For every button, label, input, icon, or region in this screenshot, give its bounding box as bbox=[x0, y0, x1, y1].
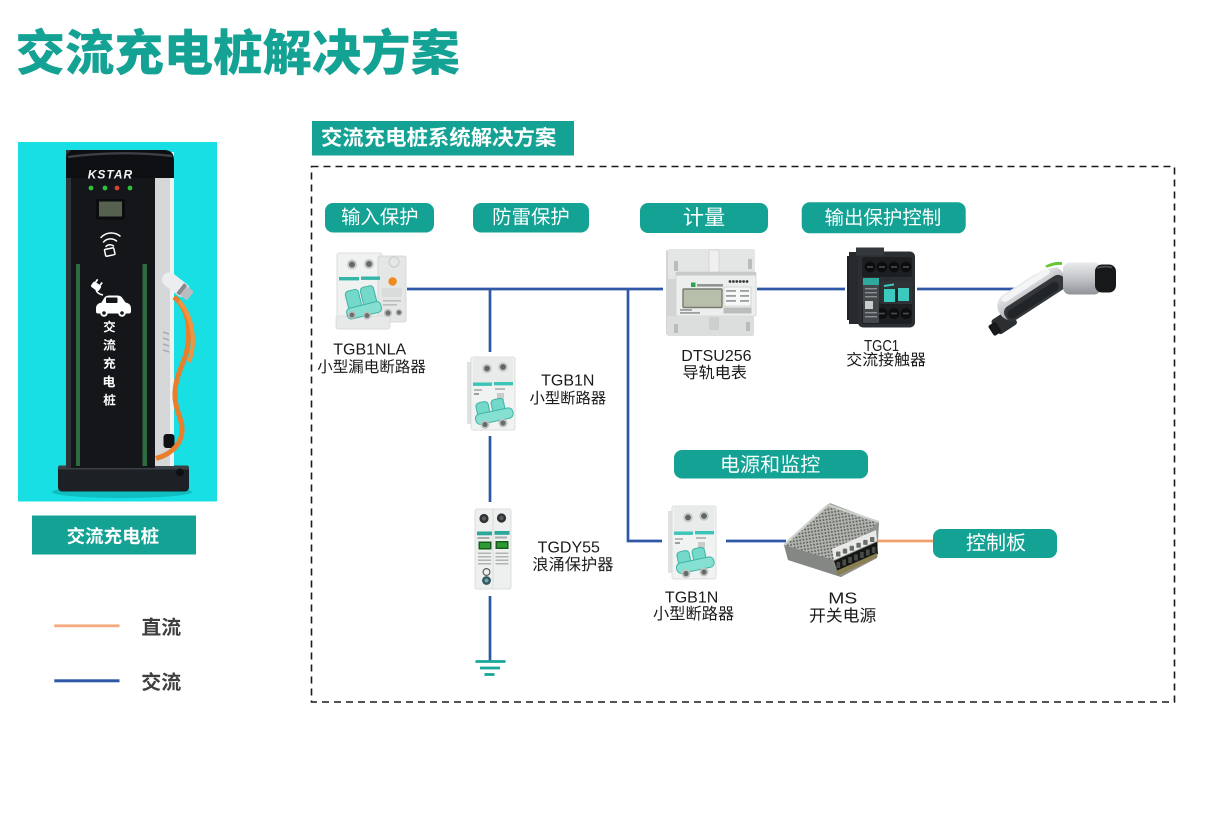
svg-text:TGB1N: TGB1N bbox=[665, 590, 718, 607]
svg-text:TGC1: TGC1 bbox=[864, 338, 899, 355]
svg-text:KSTAR: KSTAR bbox=[88, 168, 133, 182]
svg-text:TGB1NLA: TGB1NLA bbox=[333, 342, 406, 359]
svg-text:MS: MS bbox=[828, 591, 857, 608]
svg-text:TGB1N: TGB1N bbox=[541, 372, 594, 389]
svg-text:DTSU256: DTSU256 bbox=[681, 348, 751, 365]
svg-text:TGDY55: TGDY55 bbox=[538, 540, 600, 557]
